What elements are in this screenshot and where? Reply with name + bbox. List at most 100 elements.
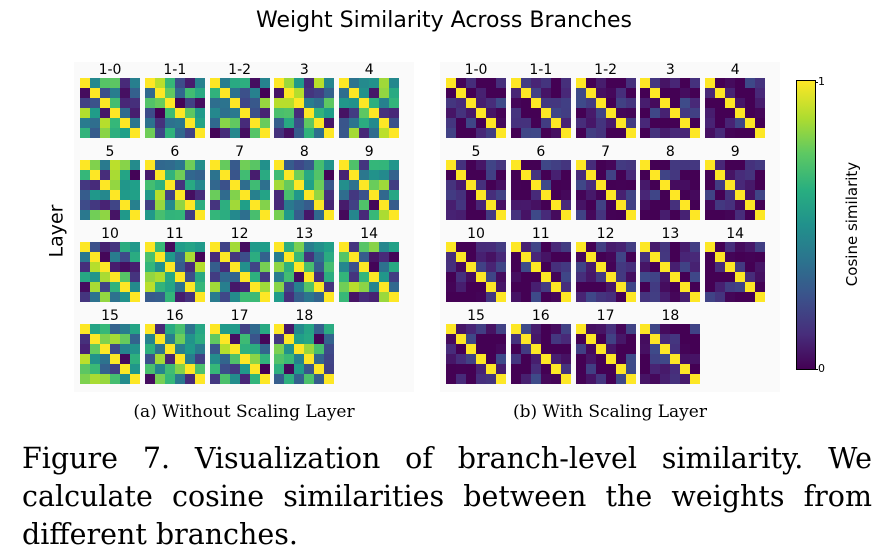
heatmap-square [209, 364, 220, 375]
heatmap-square [259, 252, 270, 263]
heatmap-square [239, 108, 250, 119]
heatmap-square [349, 242, 360, 253]
heatmap-square [194, 262, 205, 273]
heatmap-square [130, 118, 140, 129]
heatmap-square [755, 160, 766, 171]
heatmap-square [575, 98, 586, 109]
heatmap-square [625, 292, 636, 302]
heatmap-square [755, 98, 766, 109]
heatmap-square [755, 78, 766, 89]
heatmap-square [120, 242, 131, 253]
heatmap-square [615, 210, 626, 220]
heatmap-square [130, 252, 140, 263]
heatmap-square [560, 160, 571, 171]
heatmap-square [615, 160, 626, 171]
heatmap-square [239, 354, 250, 365]
heatmap-square [209, 200, 220, 211]
heatmap-square [144, 190, 155, 201]
heatmap-square [640, 252, 651, 263]
heatmap-square [209, 170, 220, 181]
heatmap-square [550, 324, 561, 335]
heatmap-square [615, 190, 626, 201]
heatmap-square [239, 242, 250, 253]
heatmap-square [80, 344, 91, 355]
heatmap-square [369, 242, 380, 253]
heatmap-square [304, 292, 315, 302]
heatmap-matrix [144, 324, 205, 384]
heatmap-square [130, 98, 140, 109]
heatmap-square [219, 78, 230, 89]
heatmap-square [745, 170, 756, 181]
heatmap-square [184, 242, 195, 253]
heatmap-square [339, 170, 350, 181]
heatmap-square [496, 252, 506, 263]
heatmap-square [314, 374, 325, 384]
heatmap-square [339, 180, 350, 191]
heatmap-square [130, 364, 140, 375]
heatmap-square [745, 210, 756, 220]
heatmap-square [314, 364, 325, 375]
heatmap-square [735, 210, 746, 220]
heatmap-square [550, 210, 561, 220]
heatmap-square [605, 190, 616, 201]
heatmap-square [705, 292, 716, 302]
heatmap-cell-9: 9 [705, 144, 766, 220]
heatmap-matrix [209, 242, 270, 302]
heatmap-square [80, 272, 91, 283]
heatmap-square [585, 334, 596, 345]
heatmap-square [715, 210, 726, 220]
heatmap-square [130, 160, 140, 171]
heatmap-square [100, 282, 111, 293]
heatmap-square [389, 262, 400, 273]
heatmap-square [359, 78, 370, 89]
heatmap-square [130, 190, 140, 201]
heatmap-square [144, 170, 155, 181]
heatmap-square [625, 108, 636, 119]
heatmap-square [486, 108, 497, 119]
heatmap-square [680, 344, 691, 355]
heatmap-square [274, 262, 285, 273]
heatmap-square [476, 242, 487, 253]
heatmap-square [560, 334, 571, 345]
heatmap-square [725, 292, 736, 302]
heatmap-square [229, 128, 240, 138]
heatmap-square [605, 324, 616, 335]
heatmap-square [476, 324, 487, 335]
heatmap-square [446, 282, 457, 293]
colorbar [796, 80, 816, 370]
heatmap-square [154, 272, 165, 283]
heatmap-square [324, 78, 335, 89]
heatmap-square [456, 354, 467, 365]
heatmap-matrix [575, 160, 636, 220]
heatmap-square [144, 118, 155, 129]
heatmap-square [560, 200, 571, 211]
heatmap-cell-16: 16 [144, 308, 205, 384]
heatmap-square [284, 262, 295, 273]
heatmap-square [369, 78, 380, 89]
heatmap-square [725, 78, 736, 89]
heatmap-square [486, 364, 497, 375]
heatmap-square [575, 200, 586, 211]
heatmap-square [615, 324, 626, 335]
heatmap-square [510, 344, 521, 355]
heatmap-cell-6: 6 [144, 144, 205, 220]
heatmap-square [379, 200, 390, 211]
heatmap-square [389, 78, 400, 89]
heatmap-square [520, 364, 531, 375]
heatmap-square [229, 160, 240, 171]
heatmap-square [520, 252, 531, 263]
heatmap-square [605, 160, 616, 171]
heatmap-square [184, 282, 195, 293]
heatmap-square [466, 242, 477, 253]
heatmap-square [389, 160, 400, 171]
heatmap-square [144, 344, 155, 355]
heatmap-square [130, 282, 140, 293]
heatmap-square [640, 170, 651, 181]
heatmap-matrix [339, 242, 400, 302]
heatmap-square [194, 324, 205, 335]
colorbar-label: Cosine similarity [843, 161, 861, 287]
heatmap-square [209, 272, 220, 283]
heatmap-matrix [705, 242, 766, 302]
heatmap-cell-1-1: 1-1 [144, 62, 205, 138]
heatmap-square [229, 324, 240, 335]
